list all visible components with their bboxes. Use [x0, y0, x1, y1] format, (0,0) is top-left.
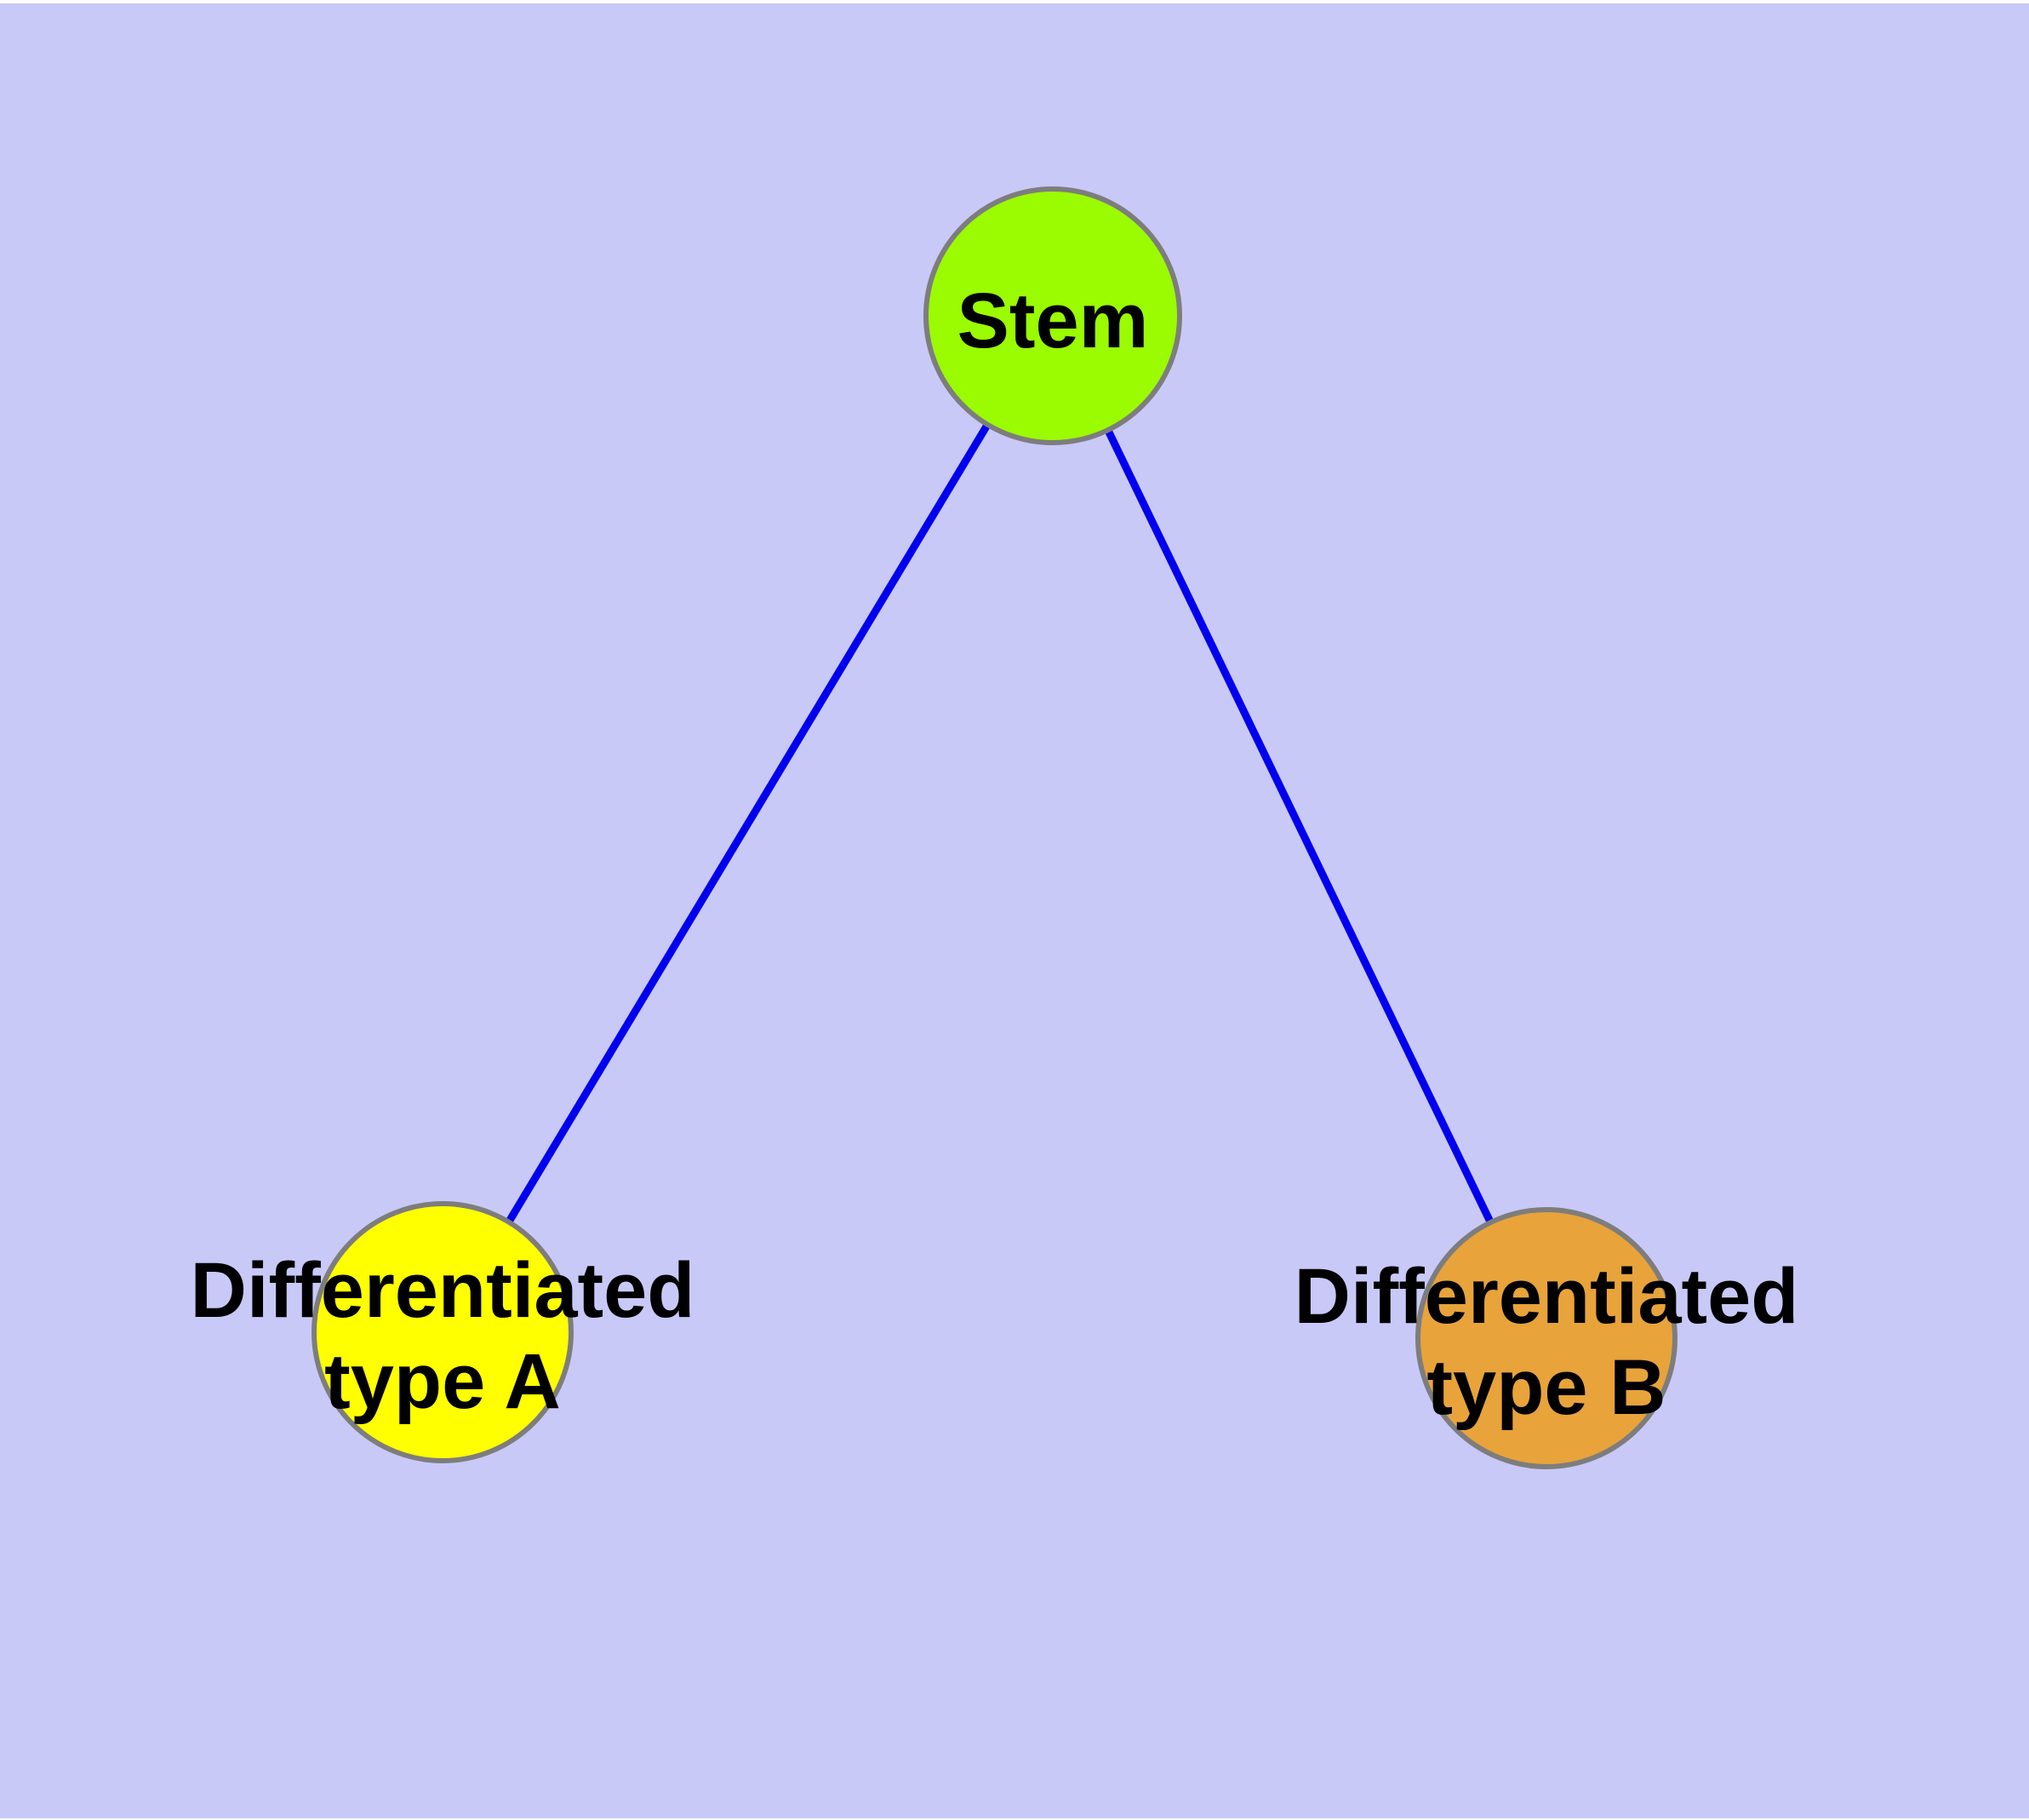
node-stem	[923, 186, 1182, 445]
node-differentiated-type-b	[1415, 1207, 1677, 1469]
node-differentiated-type-a	[311, 1201, 574, 1463]
node-labels: Stem Differentiated type A Differentiate…	[191, 278, 1799, 1431]
node-differentiated-type-b-label-line2: type B	[1426, 1344, 1666, 1431]
node-differentiated-type-a-label-line1: Differentiated	[191, 1247, 695, 1334]
node-differentiated-type-a-label-line2: type A	[324, 1338, 561, 1425]
edge-stem-to-differentiated-type-b	[1049, 314, 1551, 1340]
node-stem-label: Stem	[957, 278, 1149, 364]
edge-stem-to-differentiated-type-a	[439, 313, 1056, 1335]
edges	[439, 313, 1551, 1340]
nodes	[311, 186, 1677, 1469]
node-differentiated-type-b-label-line1: Differentiated	[1295, 1253, 1799, 1340]
